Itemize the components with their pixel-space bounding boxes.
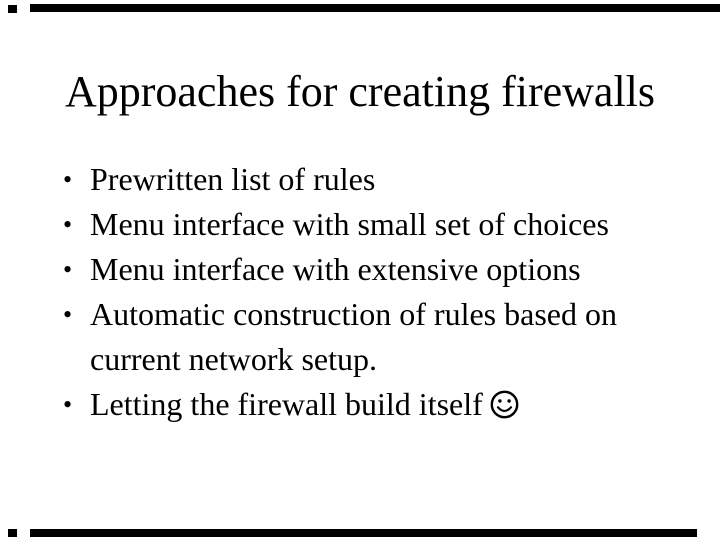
list-item: • Prewritten list of rules xyxy=(63,157,635,202)
list-item: • Letting the firewall build itself xyxy=(63,382,635,427)
bullet-marker: • xyxy=(63,255,73,284)
bullet-text: Letting the firewall build itself xyxy=(90,386,483,422)
bullet-marker: • xyxy=(63,165,73,194)
bullet-marker: • xyxy=(63,390,73,419)
list-item: • Menu interface with extensive options xyxy=(63,247,635,292)
smiley-face-icon xyxy=(490,390,519,419)
bullet-text: Prewritten list of rules xyxy=(90,161,376,197)
scan-artifact-top-bar xyxy=(30,4,720,12)
page-title: Approaches for creating firewalls xyxy=(64,67,656,116)
bullet-text: Menu interface with small set of choices xyxy=(90,206,609,242)
bullet-text: Menu interface with extensive options xyxy=(90,251,581,287)
bullet-list: • Prewritten list of rules • Menu interf… xyxy=(63,157,635,427)
bullet-text: Automatic construction of rules based on… xyxy=(90,296,617,377)
scan-artifact-top-left-square xyxy=(8,5,17,13)
list-item: • Automatic construction of rules based … xyxy=(63,292,635,382)
scan-artifact-bottom-left-square xyxy=(8,529,17,537)
list-item: • Menu interface with small set of choic… xyxy=(63,202,635,247)
scan-artifact-bottom-bar xyxy=(30,529,697,537)
bullet-marker: • xyxy=(63,210,73,239)
bullet-marker: • xyxy=(63,300,73,329)
